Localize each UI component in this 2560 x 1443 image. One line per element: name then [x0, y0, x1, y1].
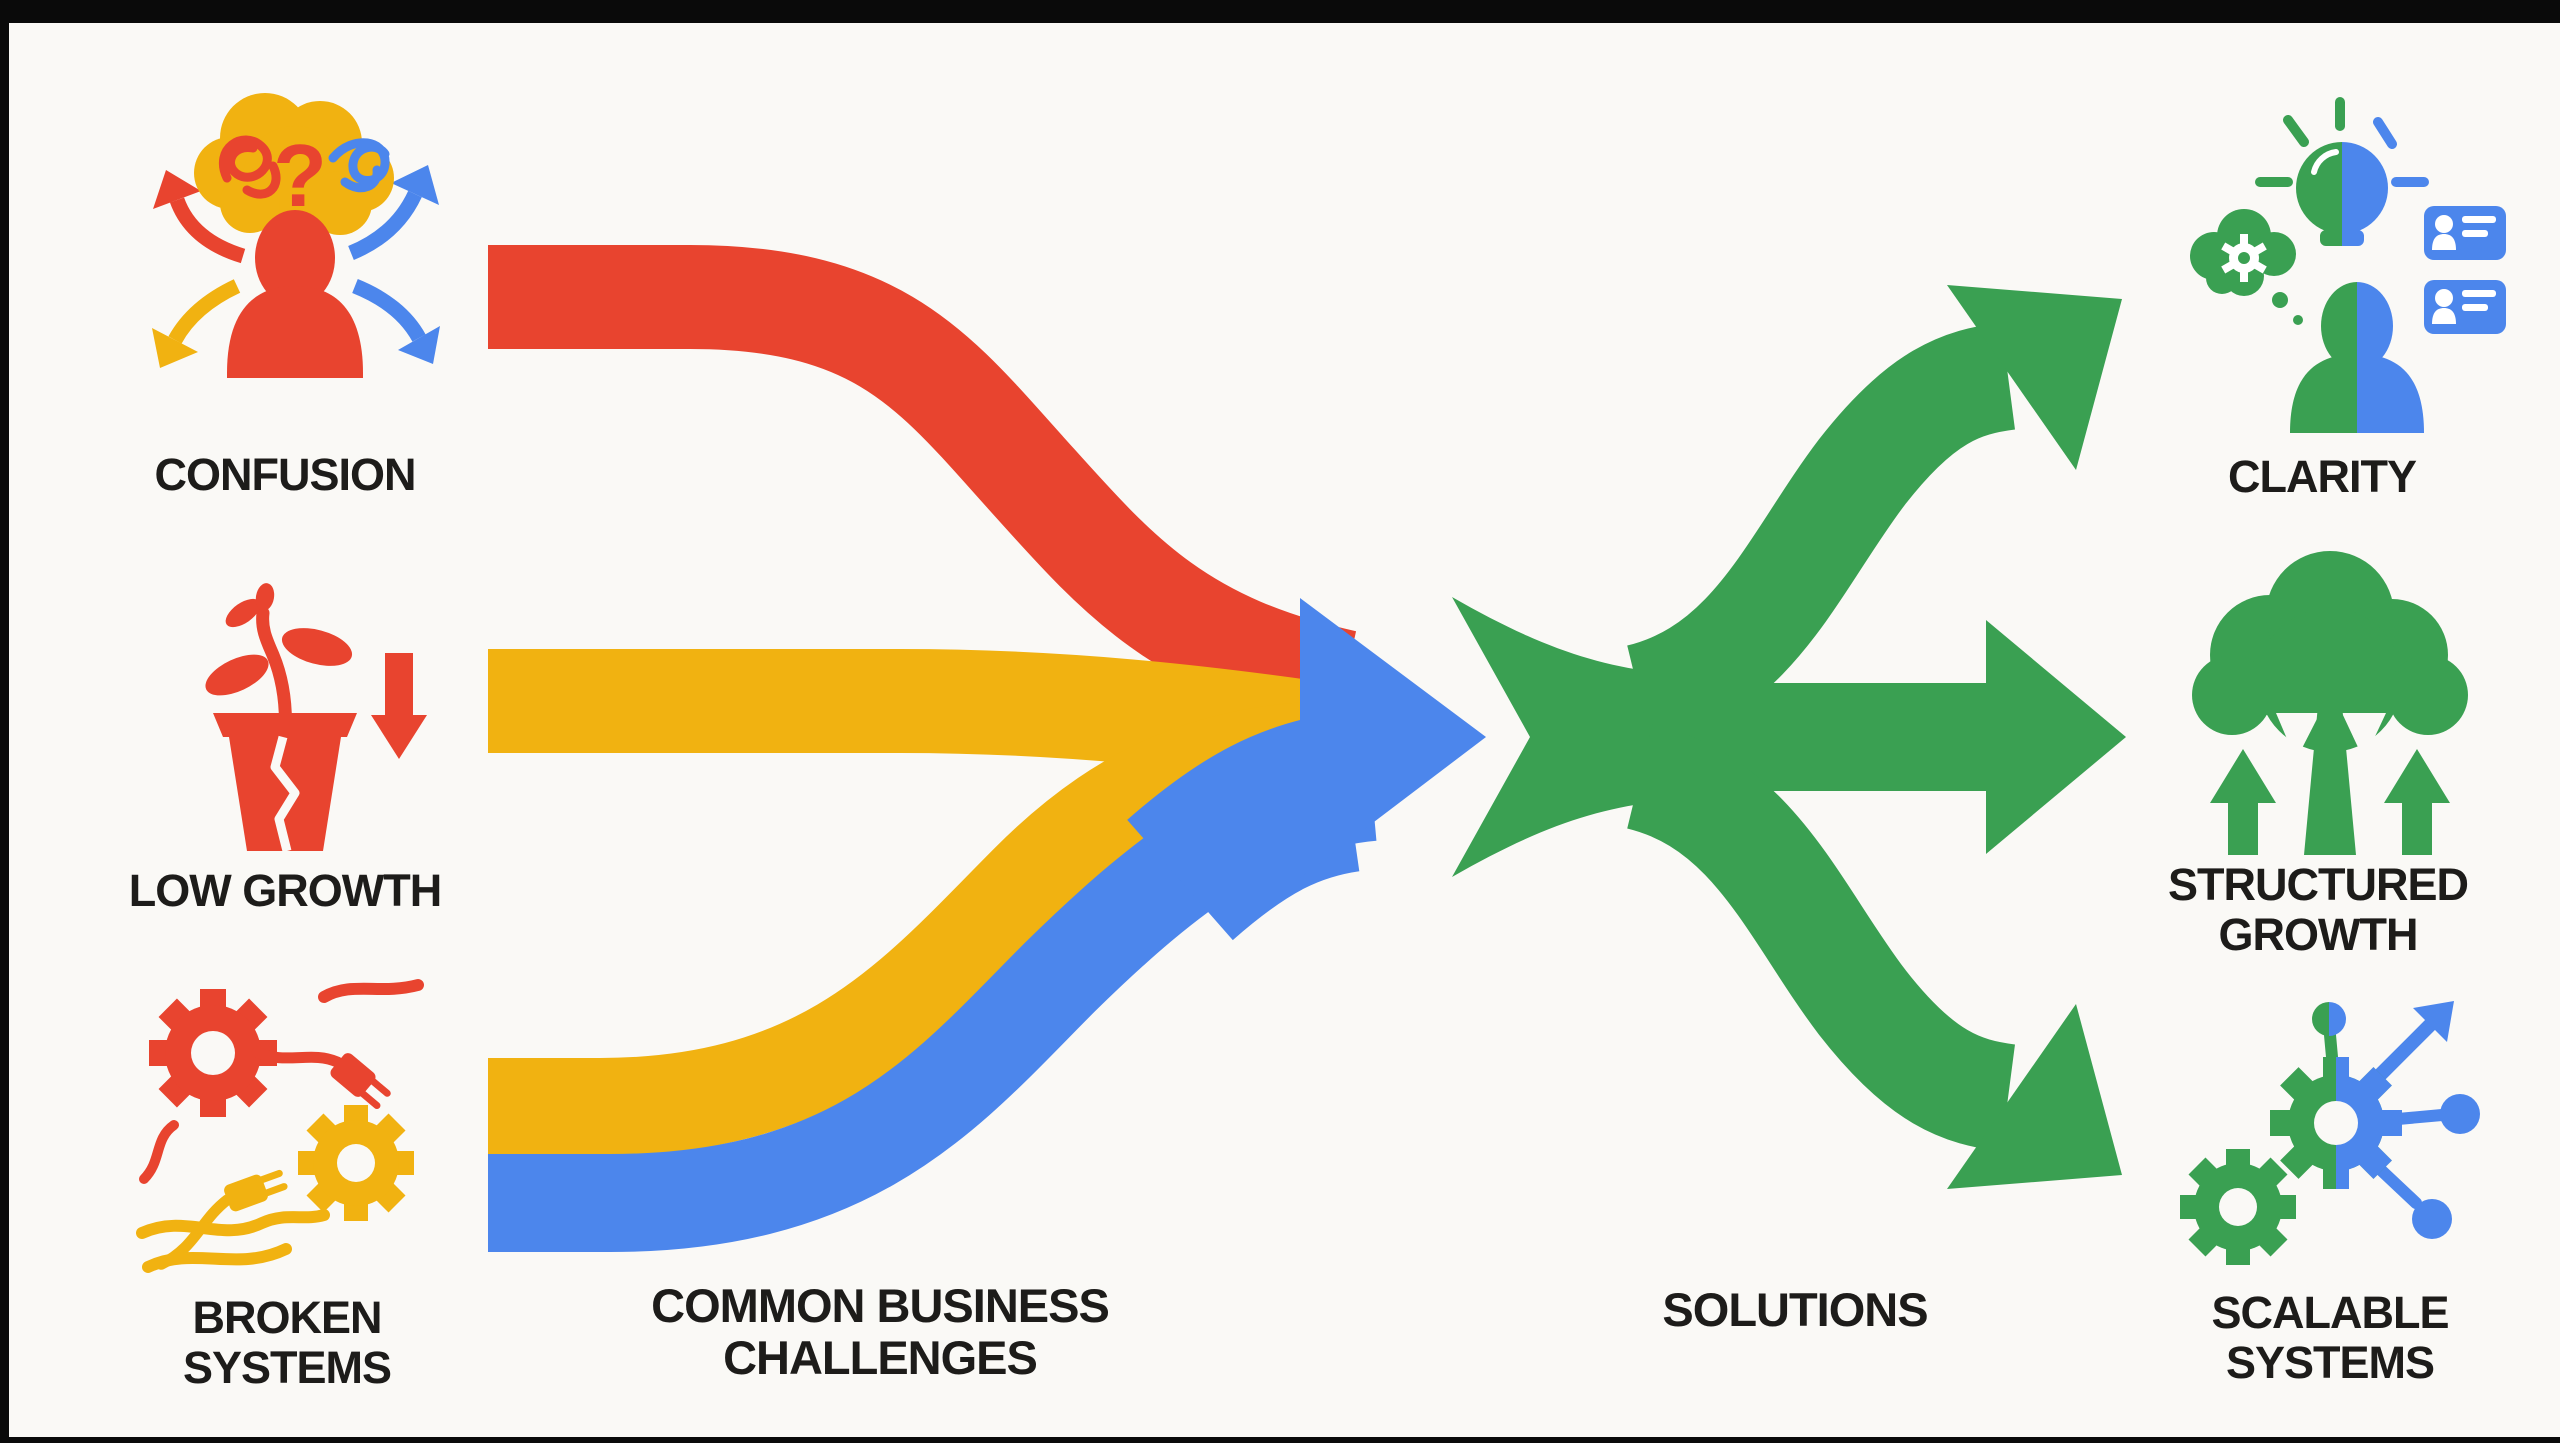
red-short-wire [139, 1120, 179, 1184]
confusion-arrow-upright [391, 165, 439, 205]
yellow-loose-wire-2 [142, 1243, 292, 1273]
solution-branch-top [1625, 322, 2016, 751]
challenges-merge-arrow [1300, 598, 1486, 878]
caption-solutions: SOLUTIONS [1662, 1283, 1928, 1336]
yellow-gear-icon [298, 1105, 414, 1221]
label-broken-systems-line2: SYSTEMS [182, 1341, 392, 1393]
label-scalable-systems-line2: SYSTEMS [2225, 1336, 2435, 1388]
red-scribble [218, 135, 281, 199]
pot-crack [270, 735, 300, 853]
label-structured-growth-line1: STRUCTURED [2168, 859, 2469, 910]
question-mark-glyph: ? [273, 126, 327, 225]
caption-common-business-challenges: COMMON BUSINESS CHALLENGES [570, 1280, 1190, 1383]
red-unplugged-plug [251, 1046, 391, 1110]
solutions-fork-tail [1452, 597, 1702, 877]
network-nodes [2312, 1002, 2480, 1239]
top-black-bar [0, 0, 2560, 23]
tree-icon [2192, 551, 2468, 855]
caption-challenges-line1: COMMON BUSINESS [651, 1279, 1110, 1332]
label-broken-systems: BROKEN SYSTEMS [87, 1293, 487, 1392]
confused-person [227, 210, 363, 378]
confusion-icon: ? [115, 78, 475, 453]
idea-lightbulb-icon [2296, 142, 2388, 246]
structured-growth-icon [2170, 545, 2490, 880]
center-gear-icon [2270, 1057, 2402, 1189]
bottom-black-edge [0, 1437, 2560, 1443]
network-growth-arrow [2367, 1001, 2454, 1088]
label-scalable-systems-line1: SCALABLE [2211, 1287, 2450, 1338]
low-growth-icon [185, 555, 465, 870]
confusion-flow-band [488, 245, 1357, 733]
clarity-icon [2152, 88, 2512, 453]
label-broken-systems-line1: BROKEN [192, 1292, 382, 1343]
growth-up-arrow-right [2384, 749, 2450, 855]
solution-branch-bottom [1625, 723, 2016, 1152]
green-gear-icon [2180, 1149, 2296, 1265]
label-scalable-systems: SCALABLE SYSTEMS [2130, 1288, 2530, 1387]
confusion-arrow-downright [398, 326, 440, 364]
label-clarity: CLARITY [2228, 451, 2417, 502]
solution-arrowhead-middle [1986, 620, 2126, 854]
profile-card-icon-1 [2424, 206, 2506, 260]
label-low-growth: LOW GROWTH [128, 865, 442, 916]
left-black-edge [0, 0, 9, 1443]
label-confusion: CONFUSION [154, 449, 417, 500]
solution-arrowhead-top [1947, 285, 2122, 470]
decline-arrow-icon [371, 653, 427, 759]
growth-up-arrow-left [2210, 749, 2276, 855]
wilted-plant [205, 583, 353, 744]
confusion-arrow-upleft [153, 170, 201, 209]
yellow-loose-wire-1 [136, 1209, 330, 1239]
thought-cloud-gear-icon [2190, 209, 2303, 325]
caption-challenges-line2: CHALLENGES [723, 1330, 1038, 1384]
label-structured-growth: STRUCTURED GROWTH [2118, 860, 2518, 959]
profile-card-icon-2 [2424, 280, 2506, 334]
clarity-person [2290, 282, 2424, 433]
broken-systems-icon [128, 975, 458, 1280]
solution-arrowhead-bottom [1947, 1004, 2122, 1189]
cracked-pot [213, 713, 357, 853]
scalable-systems-icon [2158, 995, 2498, 1300]
blue-scribble [328, 138, 390, 193]
lightbulb-rays [2255, 97, 2429, 187]
confusion-arrow-downleft [152, 328, 198, 368]
label-structured-growth-line2: GROWTH [2218, 908, 2419, 960]
tangled-thought-cloud: ? [194, 93, 394, 235]
red-loose-wire [318, 979, 424, 1003]
